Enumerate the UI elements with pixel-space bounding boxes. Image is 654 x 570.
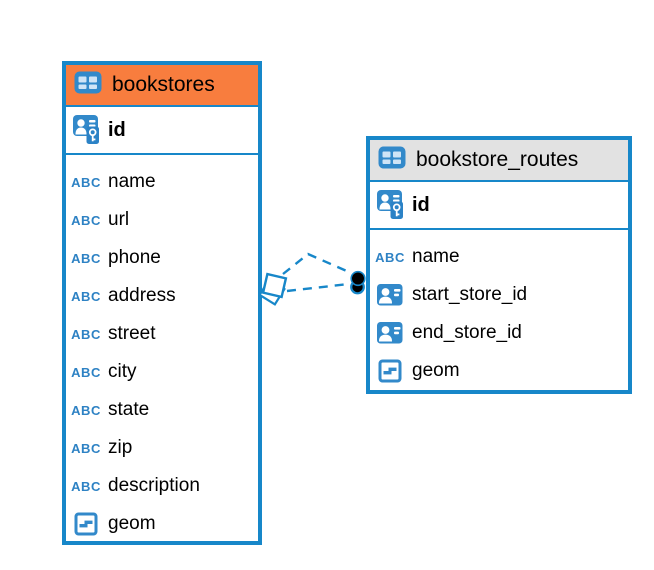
column-name: address bbox=[108, 285, 176, 306]
column-name: city bbox=[108, 361, 137, 382]
text-type-icon: ABC bbox=[71, 250, 101, 266]
text-type-icon: ABC bbox=[71, 440, 101, 456]
column-list: ABC name ABC url ABC phone ABC address A… bbox=[66, 155, 258, 543]
column-name: geom bbox=[412, 360, 460, 381]
column-name: name bbox=[108, 171, 156, 192]
text-type-icon: ABC bbox=[71, 402, 101, 418]
column-row-city[interactable]: ABC city bbox=[66, 353, 258, 391]
geometry-icon bbox=[378, 359, 402, 383]
table-header-bookstore-routes[interactable]: bookstore_routes bbox=[370, 140, 628, 182]
column-name: street bbox=[108, 323, 156, 344]
column-row-url[interactable]: ABC url bbox=[66, 201, 258, 239]
column-row-id[interactable]: id bbox=[370, 182, 628, 230]
text-type-icon: ABC bbox=[71, 174, 101, 190]
column-row-id[interactable]: id bbox=[66, 107, 258, 155]
relationship-line-start-store[interactable] bbox=[282, 252, 350, 275]
text-type-icon: ABC bbox=[71, 326, 101, 342]
primary-key-icon bbox=[72, 115, 99, 144]
column-name: id bbox=[412, 193, 430, 216]
column-row-zip[interactable]: ABC zip bbox=[66, 429, 258, 467]
column-name: url bbox=[108, 209, 130, 230]
reference-icon bbox=[377, 284, 403, 306]
column-row-address[interactable]: ABC address bbox=[66, 277, 258, 315]
column-name: state bbox=[108, 399, 150, 420]
column-list: ABC name start_store_id end_store_id bbox=[370, 230, 628, 390]
table-bookstores[interactable]: bookstores id ABC name ABC url ABC bbox=[62, 61, 262, 545]
column-name: description bbox=[108, 475, 200, 496]
table-bookstore-routes[interactable]: bookstore_routes id ABC name bbox=[366, 136, 632, 394]
column-name: geom bbox=[108, 513, 156, 534]
column-name: id bbox=[108, 118, 126, 141]
table-title: bookstore_routes bbox=[416, 148, 579, 171]
table-header-bookstores[interactable]: bookstores bbox=[66, 65, 258, 107]
column-name: zip bbox=[108, 437, 133, 458]
column-row-name[interactable]: ABC name bbox=[370, 238, 628, 276]
column-row-street[interactable]: ABC street bbox=[66, 315, 258, 353]
relationship-diamond-endpoint[interactable] bbox=[258, 272, 288, 306]
geometry-icon bbox=[74, 512, 98, 536]
column-row-start-store-id[interactable]: start_store_id bbox=[370, 276, 628, 314]
column-row-description[interactable]: ABC description bbox=[66, 467, 258, 505]
column-name: end_store_id bbox=[412, 322, 522, 343]
relationship-dot-endpoint[interactable] bbox=[350, 270, 366, 295]
table-title: bookstores bbox=[112, 73, 215, 96]
text-type-icon: ABC bbox=[71, 364, 101, 380]
column-row-state[interactable]: ABC state bbox=[66, 391, 258, 429]
text-type-icon: ABC bbox=[71, 288, 101, 304]
table-icon bbox=[74, 71, 102, 94]
primary-key-icon bbox=[376, 190, 403, 219]
column-row-geom[interactable]: geom bbox=[66, 505, 258, 543]
column-row-phone[interactable]: ABC phone bbox=[66, 239, 258, 277]
column-row-geom[interactable]: geom bbox=[370, 352, 628, 390]
text-type-icon: ABC bbox=[375, 249, 405, 265]
text-type-icon: ABC bbox=[71, 212, 101, 228]
column-name: name bbox=[412, 246, 460, 267]
column-name: phone bbox=[108, 247, 161, 268]
relationship-line-end-store[interactable] bbox=[286, 282, 350, 293]
column-row-name[interactable]: ABC name bbox=[66, 163, 258, 201]
table-icon bbox=[378, 146, 406, 169]
column-row-end-store-id[interactable]: end_store_id bbox=[370, 314, 628, 352]
column-name: start_store_id bbox=[412, 284, 528, 305]
reference-icon bbox=[377, 322, 403, 344]
text-type-icon: ABC bbox=[71, 478, 101, 494]
